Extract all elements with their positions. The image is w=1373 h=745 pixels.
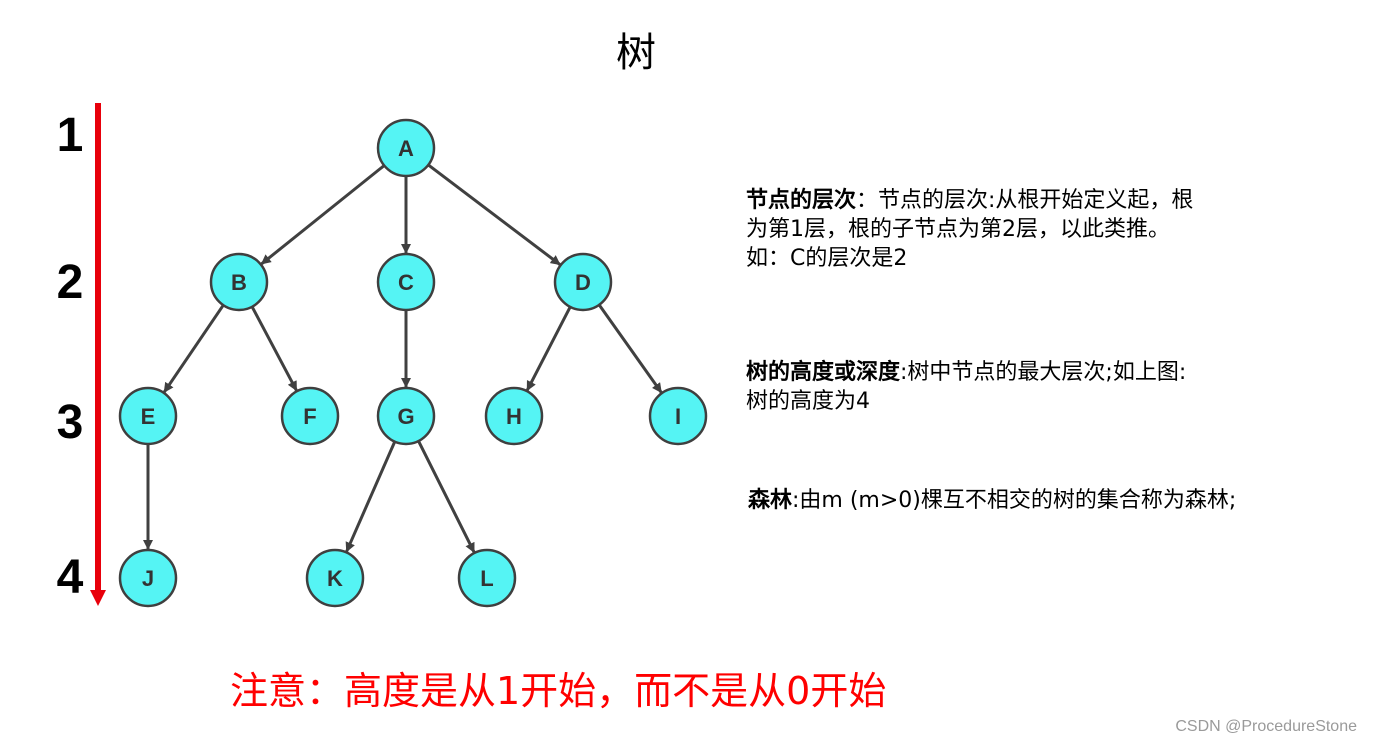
tree-node-l: L — [457, 548, 517, 608]
node-circle — [280, 386, 340, 446]
level-number-3: 3 — [56, 396, 84, 449]
node-circle — [376, 118, 436, 178]
height-description: 树的高度或深度:树中节点的最大层次;如上图: 树的高度为4 — [746, 358, 1186, 416]
node-circle — [376, 252, 436, 312]
edge-d-i — [597, 303, 663, 394]
node-label: A — [398, 136, 414, 161]
edge-a-d — [427, 163, 561, 266]
node-label: F — [303, 404, 316, 429]
node-label: J — [142, 566, 154, 591]
tree-node-h: H — [484, 386, 544, 446]
level-text-2: 为第1层，根的子节点为第2层，以此类推。 — [746, 217, 1170, 242]
node-label: K — [327, 566, 343, 591]
tree-node-c: C — [376, 252, 436, 312]
height-note: 注意：高度是从1开始，而不是从0开始 — [230, 669, 887, 713]
page-title: 树 — [616, 30, 656, 76]
tree-node-g: G — [376, 386, 436, 446]
edge-g-l — [417, 440, 476, 553]
level-text-1: ：节点的层次:从根开始定义起，根 — [856, 188, 1194, 213]
level-arrow-head — [90, 590, 106, 606]
level-number-1: 1 — [56, 109, 84, 162]
height-text-2: 树的高度为4 — [746, 389, 870, 414]
tree-node-e: E — [118, 386, 178, 446]
tree-node-b: B — [209, 252, 269, 312]
height-term: 树的高度或深度 — [746, 360, 901, 385]
tree-node-k: K — [305, 548, 365, 608]
node-label: C — [398, 270, 414, 295]
node-circle — [484, 386, 544, 446]
tree-node-d: D — [553, 252, 613, 312]
node-label: B — [231, 270, 247, 295]
node-label: D — [575, 270, 591, 295]
node-circle — [209, 252, 269, 312]
edge-d-h — [525, 306, 572, 392]
node-circle — [376, 386, 436, 446]
tree-node-a: A — [376, 118, 436, 178]
tree-node-f: F — [280, 386, 340, 446]
watermark: CSDN @ProcedureStone — [1175, 718, 1357, 735]
forest-description: 森林:由m (m>0)棵互不相交的树的集合称为森林; — [748, 486, 1236, 515]
tree-node-i: I — [648, 386, 708, 446]
edge-b-f — [250, 306, 298, 392]
height-text-1: :树中节点的最大层次;如上图: — [900, 360, 1187, 385]
level-arrow-shaft — [95, 103, 101, 593]
node-label: E — [141, 404, 156, 429]
node-circle — [553, 252, 613, 312]
level-number-4: 4 — [56, 551, 84, 604]
edge-b-e — [163, 304, 225, 393]
forest-text-1: :由m (m>0)棵互不相交的树的集合称为森林; — [792, 488, 1237, 513]
level-number-2: 2 — [56, 256, 84, 309]
node-label: I — [675, 404, 681, 429]
level-text-3: 如：C的层次是2 — [746, 246, 908, 271]
tree-diagram: A B C D E F G H I J K L — [118, 118, 708, 608]
node-circle — [118, 386, 178, 446]
node-label: H — [506, 404, 522, 429]
edge-g-k — [345, 441, 397, 553]
node-circle — [118, 548, 178, 608]
level-description: 节点的层次：节点的层次:从根开始定义起，根 为第1层，根的子节点为第2层，以此类… — [746, 186, 1193, 273]
forest-term: 森林 — [748, 488, 793, 513]
node-circle — [648, 386, 708, 446]
edge-a-b — [260, 164, 386, 266]
node-circle — [305, 548, 365, 608]
level-term: 节点的层次 — [746, 188, 857, 213]
node-circle — [457, 548, 517, 608]
node-label: G — [397, 404, 414, 429]
node-label: L — [480, 566, 493, 591]
tree-node-j: J — [118, 548, 178, 608]
